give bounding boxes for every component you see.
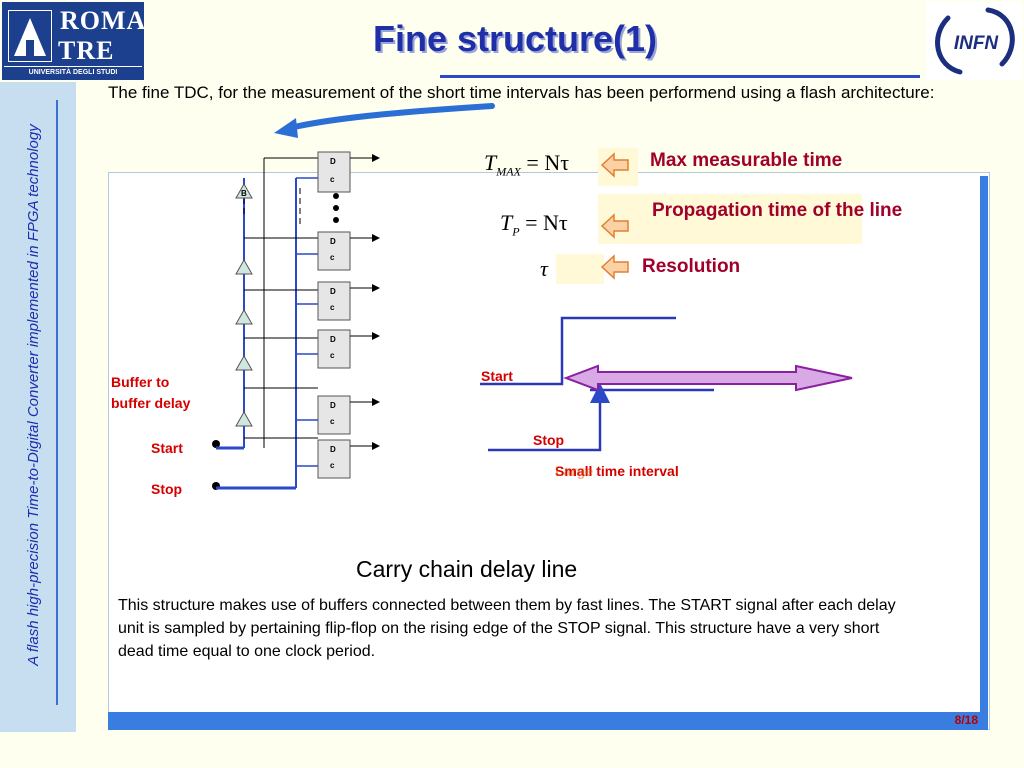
infn-emblem-icon: INFN (935, 7, 1015, 75)
ellipsis-dot (333, 217, 339, 223)
buffer-mark: B (241, 189, 247, 198)
description-text: This structure makes use of buffers conn… (118, 597, 896, 660)
tmax-description: Max measurable time (650, 150, 843, 171)
buffer-stage: B (235, 182, 253, 199)
eq-highlight (598, 194, 862, 244)
flip-flop: D c (317, 439, 351, 479)
ellipsis-dot (333, 205, 339, 211)
ff-c-label: c (330, 461, 335, 470)
ff-d-label: D (330, 445, 336, 454)
buffer-stage (235, 258, 253, 275)
pointer-arrow-icon (274, 103, 495, 138)
logo-roma-text: ROMA (60, 6, 147, 35)
ff-d-label: D (330, 335, 336, 344)
ff-d-label: D (330, 157, 336, 166)
ff-c-label: c (330, 303, 335, 312)
timing-start-label: Start (481, 368, 513, 384)
flip-flop: D c (317, 329, 351, 369)
interval-label: Small time interval (555, 463, 679, 479)
infn-logo: INFN (926, 2, 1022, 80)
left-arrow-icon (600, 152, 629, 178)
flip-flop: D c (317, 395, 351, 435)
interval-double-arrow (563, 364, 853, 392)
ff-c-label: c (330, 175, 335, 184)
roma-tre-logo: ROMA TRE UNIVERSITÀ DEGLI STUDI (2, 2, 147, 80)
panel-footer (108, 712, 988, 730)
ff-d-label: D (330, 401, 336, 410)
eq-highlight (556, 254, 604, 284)
roma-tre-emblem-icon (8, 10, 52, 62)
start-signal (480, 316, 676, 386)
ellipsis-dot (333, 193, 339, 199)
flip-flop: D c (317, 151, 351, 193)
ff-c-label: c (330, 351, 335, 360)
ff-c-label: c (330, 253, 335, 262)
tau-symbol: τ (540, 256, 548, 281)
buffer-stage (235, 354, 253, 371)
logo-tre-text: TRE (58, 36, 115, 65)
intro-text: The fine TDC, for the measurement of the… (108, 83, 935, 102)
slide-title: Fine structure(1) (372, 18, 658, 59)
panel-shadow (980, 176, 988, 728)
tp-rhs: = Nτ (525, 210, 568, 235)
carry-chain-schematic: B D c D c D c D c D c D c (212, 151, 380, 490)
ff-d-label: D (330, 287, 336, 296)
interval-overlay-label: Large (555, 463, 594, 479)
schematic-stop-label: Stop (151, 481, 183, 497)
tau-description: Resolution (642, 256, 741, 277)
left-arrow-icon (600, 213, 629, 239)
sidebar-title: A flash high-precision Time-to-Digital C… (25, 124, 42, 666)
tp-equation: TP = Nτ (500, 210, 568, 239)
start-terminal (212, 440, 220, 448)
buffer-delay-label: Buffer to buffer delay (111, 374, 191, 411)
ff-c-label: c (330, 417, 335, 426)
title-rule (440, 75, 920, 78)
tmax-lhs: T (484, 150, 497, 175)
left-arrow-icon (600, 254, 629, 280)
timing-stop-label: Stop (533, 432, 565, 448)
tp-sub: P (512, 224, 520, 239)
buffer-stage (235, 410, 253, 427)
buffer-stage (235, 308, 253, 325)
tmax-equation: TMAX = Nτ (484, 150, 569, 179)
stop-signal (488, 392, 602, 452)
side-band (0, 82, 76, 732)
schematic-start-label: Start (151, 440, 183, 456)
tp-lhs: T (500, 210, 513, 235)
tmax-rhs: = Nτ (526, 150, 570, 175)
side-rule (56, 100, 58, 705)
diagram-caption: Carry chain delay line (356, 556, 578, 582)
tmax-sub: MAX (496, 164, 521, 179)
page-number: 8/18 (954, 713, 978, 727)
flip-flop: D c (317, 231, 351, 271)
timing-diagram (480, 316, 853, 452)
ff-d-label: D (330, 237, 336, 246)
logo-university-text: UNIVERSITÀ DEGLI STUDI (4, 66, 142, 76)
flip-flop: D c (317, 281, 351, 321)
infn-text: INFN (954, 33, 1000, 54)
tp-description: Propagation time of the line (652, 200, 903, 221)
